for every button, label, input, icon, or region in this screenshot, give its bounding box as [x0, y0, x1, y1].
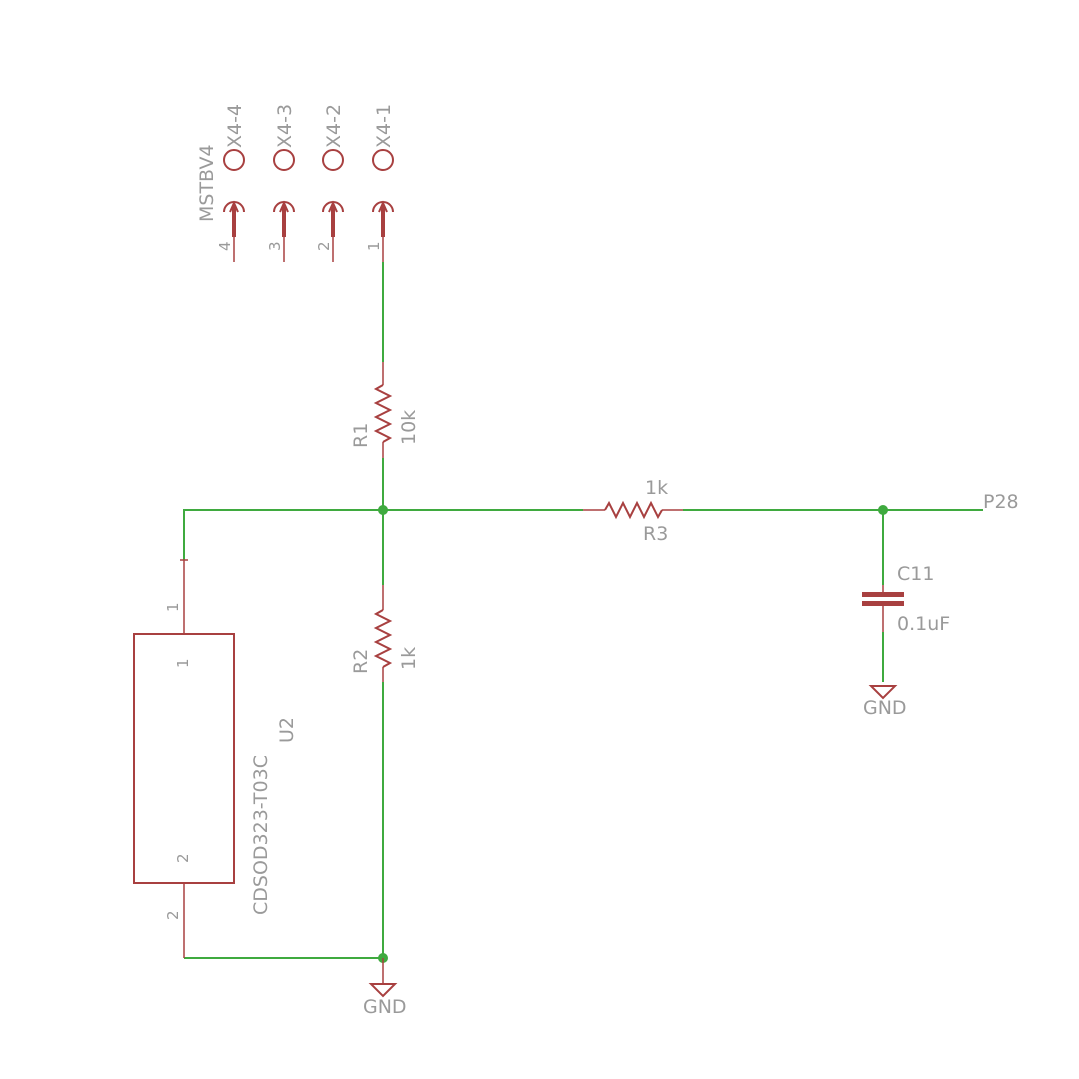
connector-pin-number: 2: [315, 241, 333, 251]
junction-dot: [378, 505, 388, 515]
connector-pin-label: X4-4: [224, 104, 246, 148]
u2-pin1-inner: 1: [174, 658, 192, 668]
connector-pin-number: 3: [266, 241, 284, 251]
u2-pin2-inner: 2: [174, 853, 192, 863]
c11-value: 0.1uF: [897, 613, 950, 635]
resistor-r1: R1 10k: [350, 362, 420, 458]
connector-pin-number: 4: [216, 241, 234, 251]
connector-pin-x4-3: [273, 149, 295, 262]
wire-u2-pin1: [183, 509, 383, 560]
connector-pin-label: X4-3: [274, 104, 296, 148]
resistor-r3: 1k R3: [583, 477, 683, 545]
resistor-r2: R2 1k: [350, 585, 420, 682]
u2-pin1-outer: 1: [164, 602, 182, 612]
net-label-p28: P28: [983, 491, 1019, 513]
c11-name: C11: [897, 563, 934, 585]
component-u2: 1 1 2 2 U2 CDSOD323-T03C: [133, 559, 298, 958]
cap-plate: [862, 601, 904, 606]
r3-name: R3: [643, 523, 668, 545]
r2-name: R2: [350, 649, 372, 674]
gnd-symbol-main: GND: [363, 958, 407, 1018]
u2-body: [133, 633, 235, 884]
u2-name: U2: [276, 717, 298, 743]
capacitor-c11: C11 0.1uF: [862, 563, 950, 635]
gnd-symbol-c11: GND: [863, 685, 907, 719]
r3-value: 1k: [645, 477, 668, 499]
connector-pin-x4-1: [372, 149, 394, 262]
connector-name: MSTBV4: [196, 144, 218, 222]
connector-x4: X4-4 X4-3 X4-2 X4-1 MSTBV4 4 3 2 1: [196, 104, 395, 262]
gnd-label: GND: [863, 697, 907, 719]
junctions: [378, 505, 888, 963]
r1-value: 10k: [398, 410, 420, 445]
connector-pin-x4-4: [223, 149, 245, 262]
ground-icon: [868, 685, 898, 700]
gnd-label: GND: [363, 996, 407, 1018]
junction-dot: [878, 505, 888, 515]
u2-value: CDSOD323-T03C: [250, 755, 272, 915]
wires: [183, 262, 983, 959]
r2-value: 1k: [398, 647, 420, 670]
u2-pin2-outer: 2: [164, 910, 182, 920]
connector-pin-number: 1: [365, 241, 383, 251]
ground-icon: [368, 983, 398, 998]
cap-plate: [862, 592, 904, 597]
connector-pin-x4-2: [322, 149, 344, 262]
r1-name: R1: [350, 423, 372, 448]
connector-pin-label: X4-1: [373, 104, 395, 148]
connector-pin-label: X4-2: [323, 104, 345, 148]
